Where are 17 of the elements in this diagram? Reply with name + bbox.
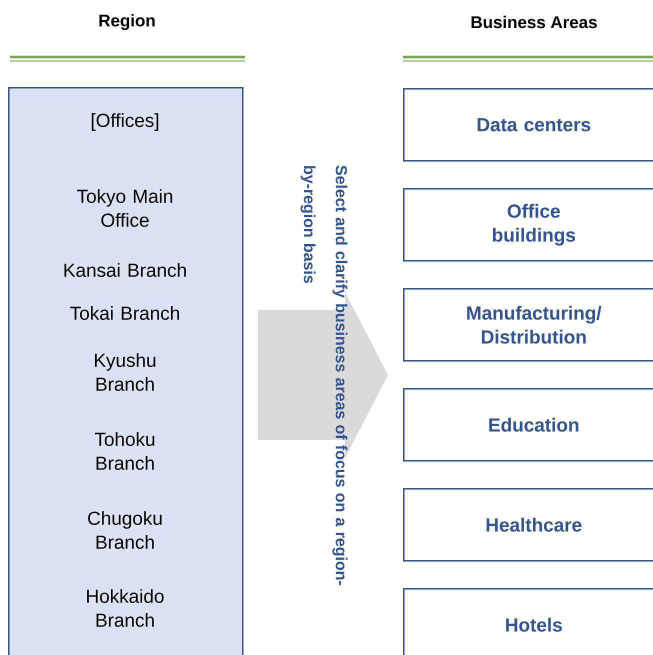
area-box: Data centers bbox=[403, 88, 653, 162]
office-name: Tohoku Branch bbox=[94, 432, 154, 470]
office-name: Hokkaido Branch bbox=[87, 589, 164, 627]
office-name: Tokai Branch bbox=[70, 306, 179, 320]
area-box: Hotels bbox=[403, 588, 653, 655]
office-name: Kyushu Branch bbox=[94, 353, 156, 391]
office-name: [Offices] bbox=[92, 113, 158, 131]
office-name: Tokyo Main Office bbox=[77, 189, 172, 227]
area-box: Manufacturing/ Distribution bbox=[403, 288, 653, 362]
heading: Business Areas bbox=[472, 16, 597, 28]
vertical-text: Select and clarify business areas of focus on a region-by-region basis bbox=[300, 165, 348, 586]
office-name: Chugoku Branch bbox=[88, 511, 162, 549]
office-name: Kansai Branch bbox=[64, 263, 186, 277]
area-box: Education bbox=[403, 388, 653, 462]
heading: Region bbox=[99, 14, 155, 30]
area-box: Office buildings bbox=[403, 188, 653, 262]
area-box: Healthcare bbox=[403, 488, 653, 562]
